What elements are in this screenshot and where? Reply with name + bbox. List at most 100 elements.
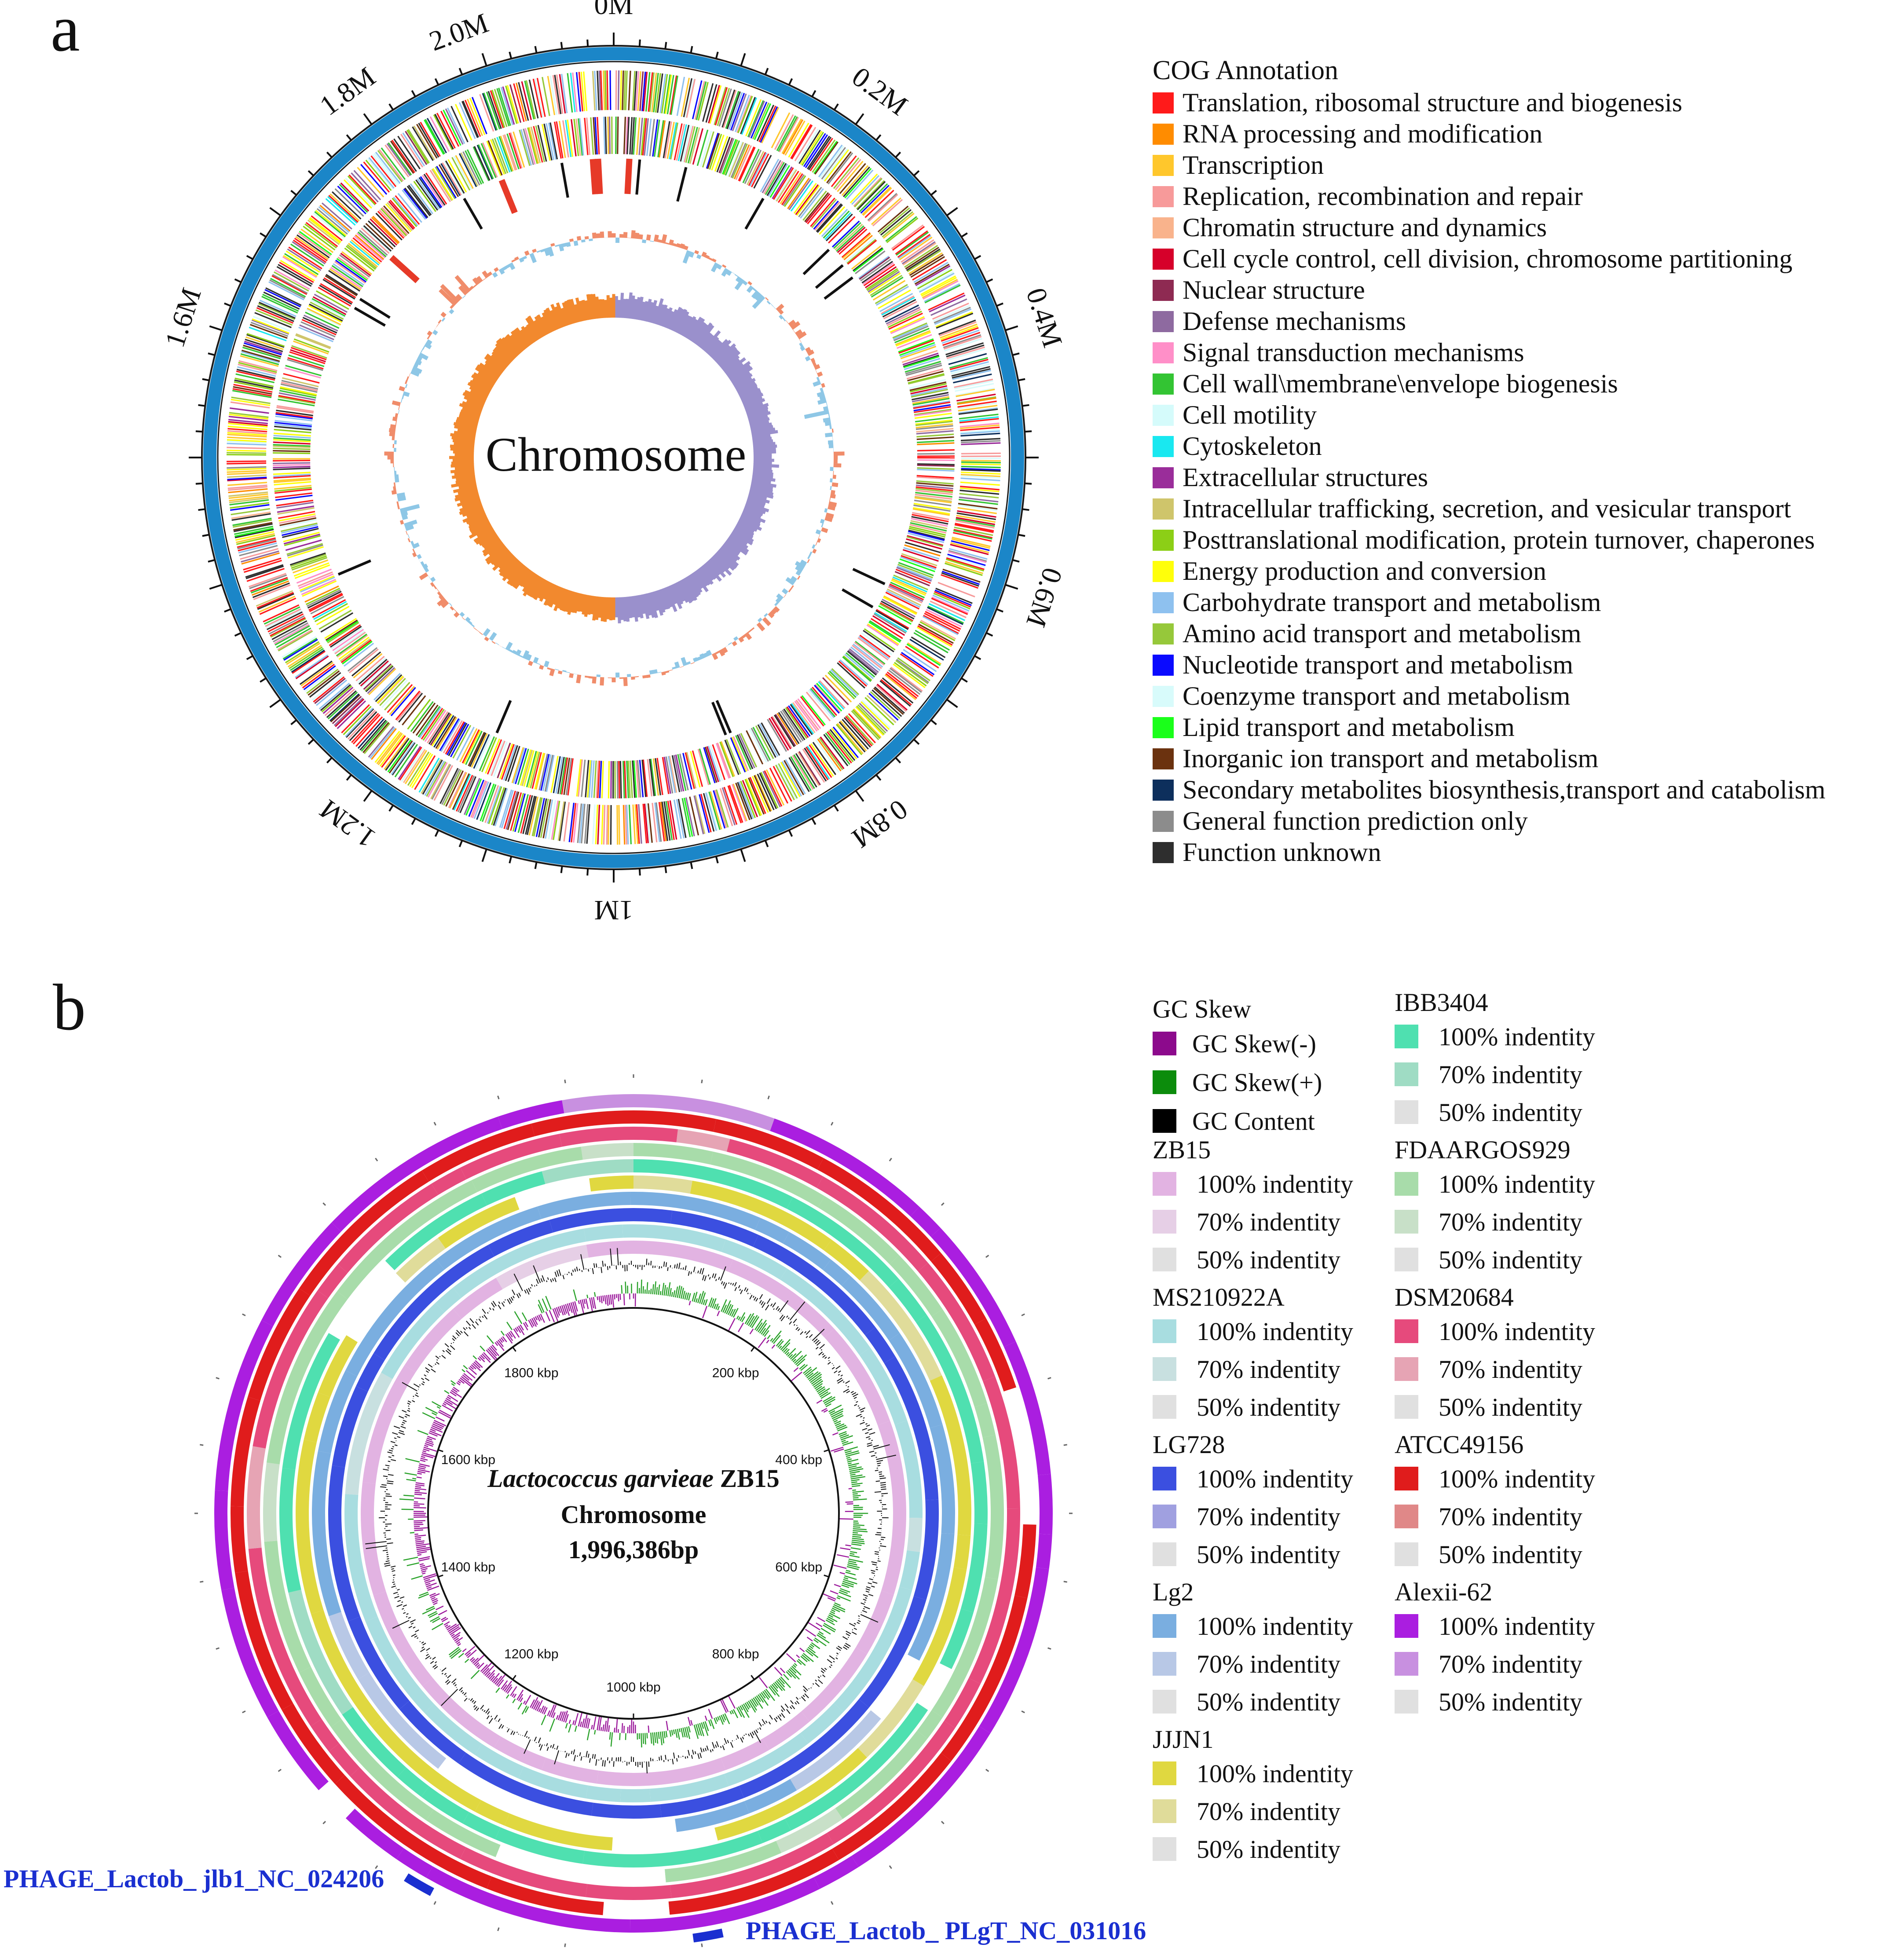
cog-gene-mark: [827, 731, 852, 764]
cog-legend-item: Defense mechanisms: [1153, 306, 1825, 337]
cog-gene-mark: [793, 183, 817, 214]
gc-content-line: [845, 1643, 851, 1647]
gc-skew-line: [759, 1323, 767, 1334]
identity-segment: [381, 1303, 445, 1379]
gc-skew-line: [817, 1388, 826, 1394]
cog-gene-mark: [388, 142, 412, 176]
cog-gene-mark: [959, 422, 1000, 428]
gc-content-bar: [471, 623, 475, 627]
gc-skew-bar: [708, 341, 723, 356]
cog-gene-mark: [741, 97, 757, 135]
gc-skew-line: [520, 1697, 524, 1703]
gc-content-line: [387, 1451, 393, 1454]
cog-gene-mark: [908, 374, 945, 385]
identity-segment: [318, 1335, 358, 1397]
identity-segment: [496, 1245, 589, 1289]
gc-content-line: [734, 1282, 737, 1287]
gc-skew-line: [699, 1723, 704, 1736]
gc-skew-line: [444, 1390, 450, 1394]
rna-gene-mark: [711, 702, 727, 736]
identity-segment: [633, 1224, 726, 1252]
cog-gene-mark: [502, 86, 515, 125]
cog-gene-mark: [275, 494, 313, 501]
cog-gene-mark: [891, 224, 924, 249]
identity-segment: [744, 1779, 797, 1813]
gc-skew-bar: [622, 597, 627, 622]
gc-content-bar: [392, 400, 401, 406]
gc-skew-bar: [468, 515, 488, 527]
cog-gene-mark: [293, 340, 329, 355]
gc-content-line: [577, 1755, 578, 1757]
cog-gene-mark: [912, 392, 949, 401]
gc-content-line: [693, 1266, 696, 1273]
cog-gene-mark: [600, 70, 603, 110]
cog-gene-mark: [275, 269, 310, 290]
cog-gene-mark: [910, 520, 948, 530]
cog-gene-mark: [245, 565, 284, 579]
gc-content-bar: [734, 278, 745, 290]
gc-skew-line: [533, 1317, 538, 1326]
cog-gene-mark: [857, 181, 886, 210]
tick-mark: [411, 818, 416, 825]
gc-skew-line: [813, 1639, 819, 1644]
cog-gene-mark: [846, 238, 876, 264]
cog-gene-mark: [416, 124, 438, 159]
cog-gene-mark: [334, 261, 366, 284]
cog-gene-mark: [289, 351, 326, 364]
gc-content-line: [724, 1743, 725, 1745]
cog-gene-mark: [882, 598, 915, 618]
gc-skew-bar: [750, 420, 769, 428]
cog-gene-mark: [947, 348, 986, 361]
cog-gene-mark: [452, 725, 472, 759]
gc-content-line: [829, 1655, 835, 1660]
gc-content-line: [459, 1687, 463, 1691]
cog-gene-mark: [461, 101, 479, 138]
cog-gene-mark: [929, 603, 965, 621]
cog-gene-mark: [456, 775, 473, 812]
cog-gene-mark: [290, 648, 324, 671]
gc-skew-line: [450, 1391, 457, 1397]
gc-content-line: [877, 1465, 881, 1467]
identity-segment: [865, 1327, 896, 1363]
cog-gene-mark: [626, 117, 630, 154]
cog-gene-mark: [891, 579, 926, 596]
gc-content-bar: [536, 663, 541, 665]
cog-gene-mark: [335, 698, 365, 727]
gc-skew-bar: [473, 528, 495, 543]
cog-gene-mark: [959, 487, 1000, 492]
cog-gene-mark: [292, 650, 326, 674]
gc-skew-line: [436, 1416, 445, 1422]
gc-skew-bar: [451, 473, 475, 479]
cog-gene-mark: [576, 759, 582, 797]
tick-mark: [1022, 508, 1029, 511]
identity-segment: [581, 1143, 633, 1160]
cog-gene-mark: [402, 695, 426, 726]
gc-content-bar: [417, 355, 423, 362]
cog-gene-mark: [280, 386, 317, 395]
cog-gene-mark: [837, 161, 864, 192]
cog-gene-mark: [579, 118, 584, 156]
cog-gene-mark: [872, 280, 906, 301]
cog-gene-mark: [870, 691, 901, 719]
gc-content-line: [724, 1282, 727, 1289]
identity-segment: [633, 1159, 793, 1209]
cog-gene-mark: [418, 123, 439, 158]
cog-color-swatch: [1153, 404, 1174, 426]
cog-gene-mark: [638, 804, 642, 844]
cog-gene-mark: [240, 548, 279, 560]
cog-gene-mark: [948, 550, 987, 562]
cog-gene-mark: [274, 487, 312, 492]
gc-skew-bar: [752, 475, 776, 482]
cog-gene-mark: [765, 162, 785, 195]
cog-gene-mark: [319, 285, 352, 305]
gc-skew-line: [848, 1558, 863, 1563]
cog-gene-mark: [909, 638, 944, 661]
gc-content-line: [860, 1421, 865, 1425]
gc-skew-line: [770, 1338, 773, 1342]
cog-gene-mark: [822, 677, 849, 706]
gc-content-bar: [440, 311, 447, 318]
gc-skew-line: [806, 1648, 819, 1658]
gc-skew-bar: [549, 586, 560, 608]
cog-gene-mark: [856, 705, 885, 735]
